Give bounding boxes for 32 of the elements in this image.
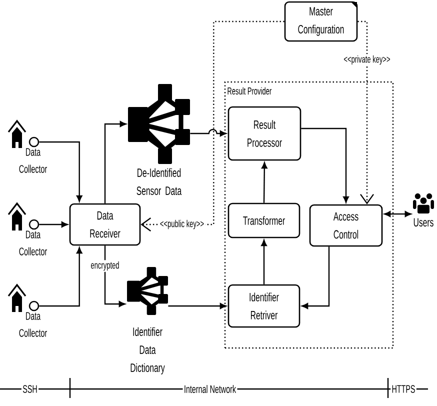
arrow bbox=[104, 246, 126, 307]
node-label: Data Collector bbox=[19, 312, 47, 337]
arrow bbox=[190, 128, 226, 136]
edge-label: <<public key>> bbox=[158, 218, 206, 230]
arrow bbox=[302, 246, 330, 309]
arrow bbox=[261, 240, 267, 284]
node-label: Data Collector bbox=[19, 230, 47, 256]
dotted-arrow bbox=[140, 20, 284, 232]
arrow bbox=[104, 121, 126, 204]
zone-label: SSH bbox=[21, 384, 39, 394]
process-box: Identifier Retriver bbox=[228, 284, 300, 328]
arrow bbox=[168, 303, 226, 309]
edge-label: encrypted bbox=[90, 260, 120, 272]
arrow bbox=[39, 247, 82, 307]
dotted-arrow bbox=[358, 20, 374, 204]
process-box: Transformer bbox=[228, 202, 300, 238]
node-label: Users bbox=[414, 218, 434, 227]
process-box: Result Processor bbox=[228, 106, 302, 161]
process-box: Data Receiver bbox=[69, 203, 141, 246]
arrow bbox=[39, 222, 68, 228]
arrow bbox=[39, 141, 82, 202]
arrow bbox=[301, 128, 349, 203]
zone-label: Internal Network bbox=[182, 384, 238, 394]
edge-label: <<private key>> bbox=[342, 54, 392, 66]
node-label: Data Collector bbox=[19, 148, 47, 173]
zone-label: HTTPS bbox=[390, 384, 416, 394]
node-label: De-Identified Sensor Data bbox=[136, 168, 182, 195]
arrow bbox=[261, 162, 268, 203]
double-arrow bbox=[384, 211, 412, 217]
process-box: Access Control bbox=[309, 204, 383, 247]
config-note-box: Master Configuration bbox=[284, 1, 358, 42]
node-label: Identifier Data Dictionary bbox=[130, 327, 165, 374]
